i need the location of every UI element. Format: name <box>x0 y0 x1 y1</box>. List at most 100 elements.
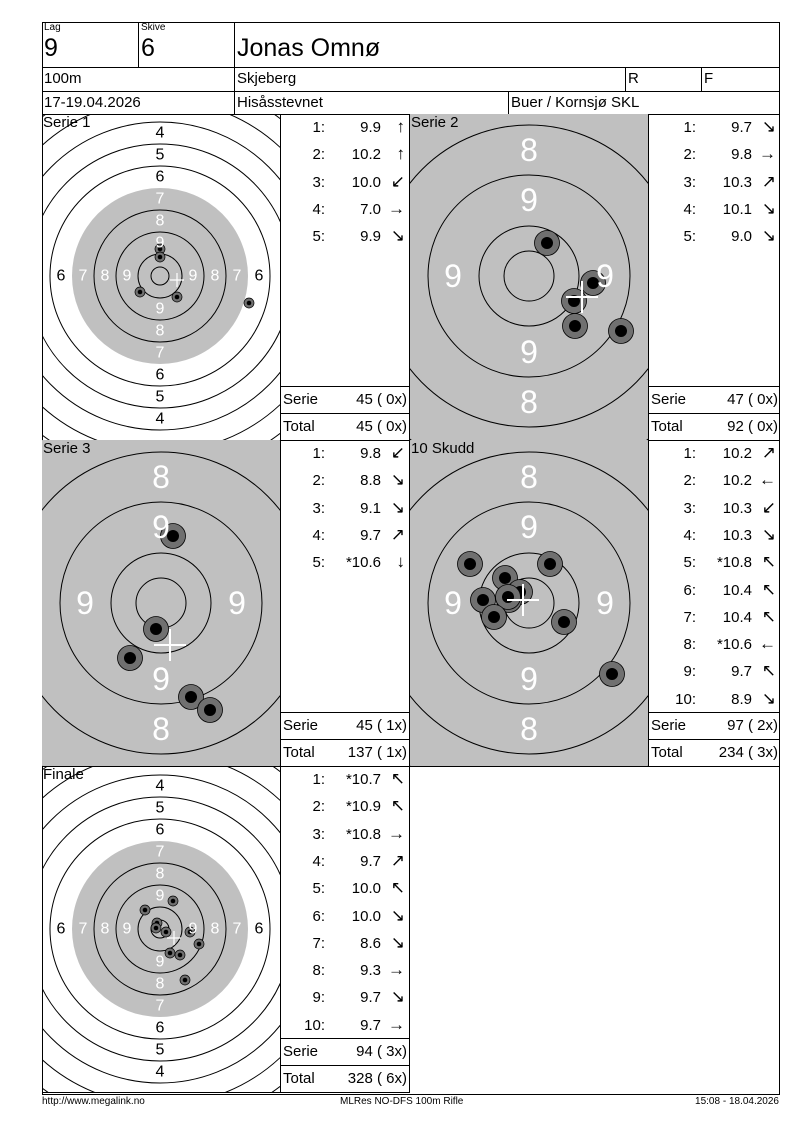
location: Skjeberg <box>237 70 297 87</box>
shot-number: 5: <box>312 228 325 246</box>
shot-number: 4: <box>683 526 696 544</box>
shot-score: 10.3 <box>722 526 752 544</box>
shot-center <box>488 611 500 623</box>
shot-score: *10.6 <box>345 554 381 572</box>
panel-title: Serie 3 <box>43 440 91 457</box>
ring-label: 5 <box>156 147 165 164</box>
serie-score: 47 ( 0x) <box>727 391 778 408</box>
serie-score: 45 ( 1x) <box>356 717 407 734</box>
f-label: F <box>704 70 714 87</box>
shot-direction-arrow-icon: ↘ <box>761 688 776 708</box>
event-name: Hisåsstevnet <box>237 94 323 111</box>
shot-score: 10.3 <box>722 173 752 191</box>
shot-score: 10.0 <box>351 880 381 898</box>
shot-score: *10.6 <box>716 636 752 654</box>
shot-number: 2: <box>312 798 325 816</box>
ring-label: 8 <box>101 921 110 938</box>
shot-direction-arrow-icon: ↙ <box>390 171 405 191</box>
shot-direction-arrow-icon: ↘ <box>761 117 776 136</box>
shot-direction-arrow-icon: ↖ <box>390 796 405 816</box>
serie-label: Serie <box>283 717 319 734</box>
lag-value: 9 <box>44 34 58 62</box>
total-label: Total <box>283 1070 315 1087</box>
shot-score: 9.7 <box>731 663 752 681</box>
shot-number: 1: <box>312 771 325 788</box>
total-score: 234 ( 3x) <box>718 744 778 761</box>
ring-label: 9 <box>156 235 165 252</box>
ring-label: 6 <box>156 367 165 384</box>
target-ring <box>115 231 205 321</box>
target-ring <box>49 165 271 387</box>
shot-direction-arrow-icon: ↖ <box>390 769 405 788</box>
shot-row: 8:9.3→ <box>281 960 409 982</box>
shot-row: 6:10.4↖ <box>649 580 780 602</box>
location-cell: Skjeberg <box>234 67 625 91</box>
shot-row: 1:9.9↑ <box>281 117 409 139</box>
serie-label: Serie <box>651 717 687 734</box>
shot-row: 10:9.7→ <box>281 1015 409 1037</box>
shot-center <box>163 929 169 935</box>
shot-direction-arrow-icon: ↖ <box>761 661 776 681</box>
shot-number: 5: <box>683 228 696 246</box>
shot-row: 3:9.1↘ <box>281 498 409 520</box>
ring-label: 4 <box>156 1064 165 1081</box>
shot-center <box>196 941 202 947</box>
target-ring <box>503 250 555 302</box>
serie-label: Serie <box>651 391 687 408</box>
shot-center <box>153 925 159 931</box>
ring-label: 5 <box>156 389 165 406</box>
shot-number: 2: <box>312 472 325 490</box>
target-ring <box>115 884 205 974</box>
shot-number: 3: <box>312 499 325 517</box>
footer-url[interactable]: http://www.megalink.no <box>42 1096 145 1107</box>
ring-label: 8 <box>520 459 538 495</box>
shot-row: 10:8.9↘ <box>649 689 780 711</box>
ring-label: 5 <box>156 800 165 817</box>
target-ring <box>478 225 580 327</box>
shot-center <box>157 246 163 252</box>
shot-score: 10.2 <box>351 146 381 164</box>
target-ring <box>42 121 280 431</box>
shot-row: 1:9.8↙ <box>281 443 409 465</box>
shot-direction-arrow-icon: ↘ <box>390 932 405 952</box>
r-cell: R <box>625 67 701 91</box>
shot-center <box>170 898 176 904</box>
shot-score: 9.8 <box>360 445 381 462</box>
shot-score: 8.6 <box>360 934 381 952</box>
ring-label: 8 <box>101 268 110 285</box>
shot-row: 2:8.8↘ <box>281 470 409 492</box>
shot-score: 9.9 <box>360 119 381 136</box>
shot-score: 9.7 <box>360 989 381 1007</box>
shot-center <box>124 652 136 664</box>
shot-score: 9.3 <box>360 962 381 980</box>
serie-score: 94 ( 3x) <box>356 1043 407 1060</box>
shot-direction-arrow-icon: ↖ <box>390 878 405 898</box>
shot-row: 6:10.0↘ <box>281 906 409 928</box>
ring-label: 8 <box>520 711 538 747</box>
ring-label: 7 <box>79 921 88 938</box>
target-ring <box>427 174 631 378</box>
shot-center <box>187 929 193 935</box>
target-ring <box>150 266 170 286</box>
shot-row: 4:10.1↘ <box>649 199 780 221</box>
ring-label: 8 <box>156 323 165 340</box>
shot-number: 9: <box>312 989 325 1007</box>
shot-number: 8: <box>312 962 325 980</box>
shot-center <box>167 950 173 956</box>
mean-point-cross-icon <box>566 281 598 313</box>
shooter-name-cell: Jonas Omnø <box>234 22 780 67</box>
shot-center <box>182 977 188 983</box>
ring-label: 9 <box>520 509 538 545</box>
shot-number: 3: <box>312 173 325 191</box>
target-ring <box>42 796 280 1062</box>
ring-label: 8 <box>156 866 165 883</box>
shot-direction-arrow-icon: → <box>388 1014 405 1034</box>
shot-row: 1:9.7↘ <box>649 117 780 139</box>
ring-label: 9 <box>596 585 614 621</box>
shot-number: 5: <box>312 880 325 898</box>
shot-number: 6: <box>683 581 696 599</box>
